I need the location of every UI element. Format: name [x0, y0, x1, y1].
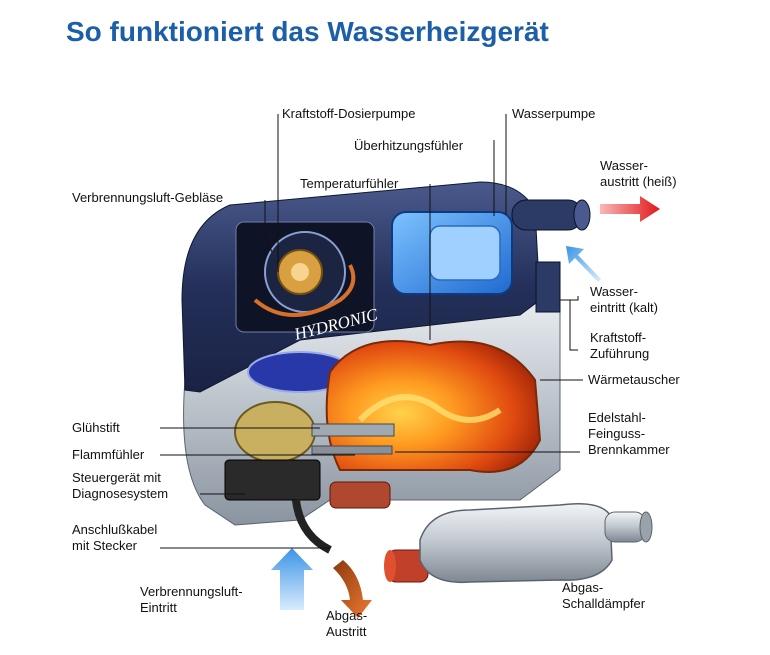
label-wasser-eintritt: Wasser- eintritt (kalt)	[590, 284, 658, 315]
label-verbrennungsluft-geblaese: Verbrennungsluft-Gebläse	[72, 190, 224, 205]
label-steuergeraet: Steuergerät mit Diagnosesystem	[72, 470, 169, 501]
control-unit	[224, 459, 321, 501]
glow-plug-housing	[234, 401, 316, 463]
glow-plug	[311, 423, 395, 437]
exhaust-stub	[329, 481, 391, 509]
label-wasser-austritt: Wasser- austritt (heiß)	[600, 158, 677, 189]
label-temperaturfuehler: Temperaturfühler	[300, 176, 399, 191]
label-brennkammer: Edelstahl- Feinguss- Brennkammer	[588, 410, 670, 457]
hot-water-arrow	[600, 196, 660, 222]
label-anschlusskabel: Anschlußkabel mit Stecker	[72, 522, 158, 553]
muffler	[384, 503, 653, 584]
flame-core	[357, 394, 502, 423]
label-waermetauscher: Wärmetauscher	[588, 372, 680, 387]
cold-water-arrow	[566, 246, 601, 282]
cable	[292, 499, 332, 554]
flame-sensor	[311, 445, 393, 455]
label-gluehstift: Glühstift	[72, 420, 120, 435]
combustion-air-arrow	[271, 548, 313, 610]
label-kraftstoff-zufuehrung: Kraftstoff- Zuführung	[590, 330, 650, 361]
label-flammfuehler: Flammfühler	[72, 447, 145, 462]
label-wasserpumpe: Wasserpumpe	[512, 106, 596, 121]
label-verbrennungsluft-eintritt: Verbrennungsluft- Eintritt	[140, 584, 243, 615]
label-kraftstoff-dosierpumpe: Kraftstoff-Dosierpumpe	[282, 106, 416, 121]
exhaust-arrow	[333, 560, 372, 618]
label-abgas-austritt: Abgas- Austritt	[326, 608, 368, 639]
leader-lines	[160, 114, 583, 549]
cold-water-pipe	[535, 261, 561, 313]
page-title: So funktioniert das Wasserheizgerät	[66, 16, 549, 47]
label-abgas-schalldaempfer: Abgas- Schalldämpfer	[562, 580, 646, 611]
fuel-line	[253, 264, 356, 317]
label-ueberhitzungsfuehler: Überhitzungsfühler	[354, 138, 464, 153]
hot-water-pipe	[511, 199, 583, 231]
